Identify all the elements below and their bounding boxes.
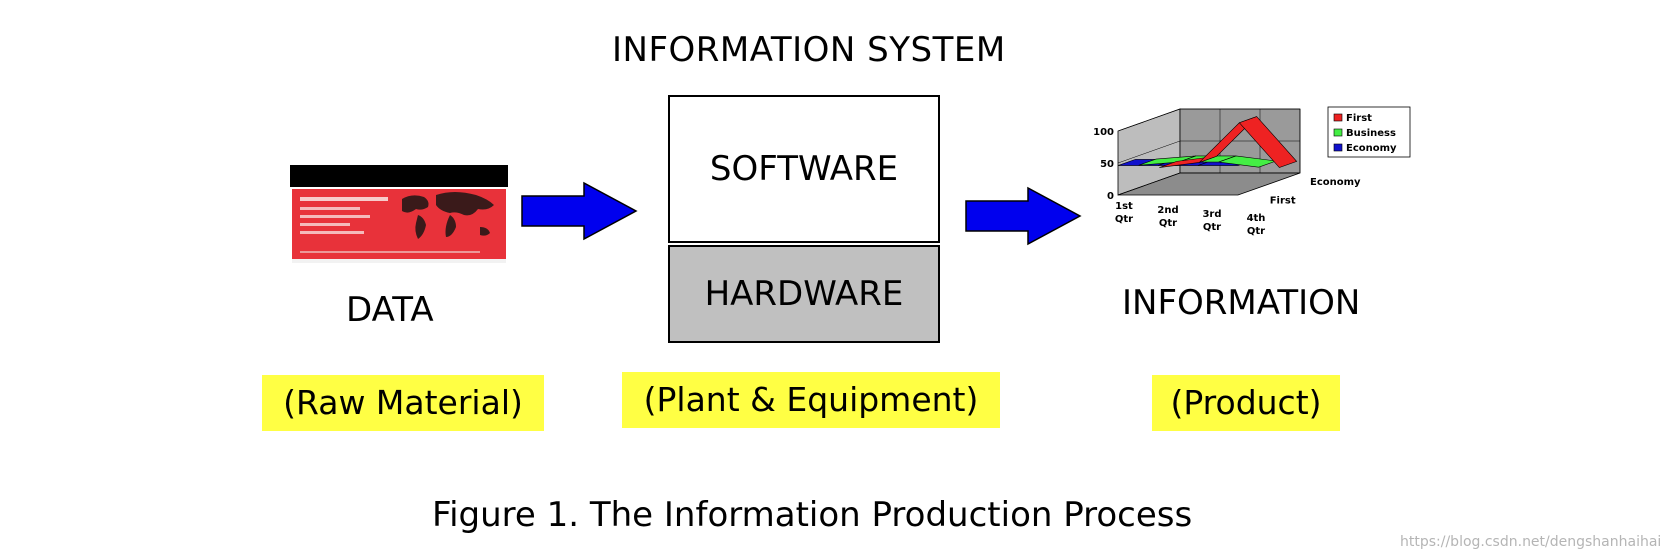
plant-equipment-tag: (Plant & Equipment): [622, 372, 1000, 428]
legend-entry: First: [1346, 113, 1372, 124]
output-arrow: [965, 186, 1082, 246]
data-card-image: [290, 165, 508, 263]
legend-swatch: [1333, 113, 1343, 122]
legend-swatch: [1333, 128, 1343, 137]
x-tick-label: 4th: [1247, 213, 1266, 224]
diagram-title: INFORMATION SYSTEM: [612, 30, 1006, 70]
hardware-box: HARDWARE: [668, 245, 940, 343]
information-label: INFORMATION: [1122, 283, 1361, 323]
y-tick-label: 100: [1093, 127, 1114, 138]
product-tag: (Product): [1152, 375, 1340, 431]
x-tick-label: Qtr: [1115, 214, 1133, 225]
figure-caption: Figure 1. The Information Production Pro…: [432, 495, 1193, 535]
x-tick-label: Qtr: [1247, 226, 1265, 237]
legend-swatch: [1333, 143, 1343, 152]
data-label: DATA: [346, 290, 434, 330]
x-tick-label: Qtr: [1159, 218, 1177, 229]
raw-material-tag: (Raw Material): [262, 375, 544, 431]
hardware-label: HARDWARE: [704, 274, 904, 314]
input-arrow: [521, 181, 638, 241]
legend-entry: Business: [1346, 128, 1396, 139]
x-tick-label: Qtr: [1203, 222, 1221, 233]
chart-gridline: [1117, 108, 1181, 132]
legend-entry: Economy: [1346, 143, 1397, 154]
depth-label: Economy: [1310, 177, 1361, 188]
watermark: https://blog.csdn.net/dengshanhaihai: [1400, 534, 1662, 550]
y-tick-label: 0: [1107, 191, 1114, 202]
x-tick-label: 3rd: [1202, 209, 1221, 220]
x-tick-label: 1st: [1115, 201, 1133, 212]
software-box: SOFTWARE: [668, 95, 940, 243]
x-tick-label: 2nd: [1157, 205, 1178, 216]
y-tick-label: 50: [1100, 159, 1114, 170]
chart-gridline: [1117, 172, 1181, 196]
series-first-ribbon: [1238, 116, 1298, 168]
world-map-icon: [402, 192, 494, 239]
chart-gridline: [1117, 140, 1181, 164]
software-label: SOFTWARE: [709, 149, 899, 189]
depth-label: First: [1270, 195, 1296, 206]
information-chart: 0501001stQtr2ndQtr3rdQtr4thQtrEconomyFir…: [1093, 106, 1411, 237]
card-black-bar: [290, 165, 508, 187]
